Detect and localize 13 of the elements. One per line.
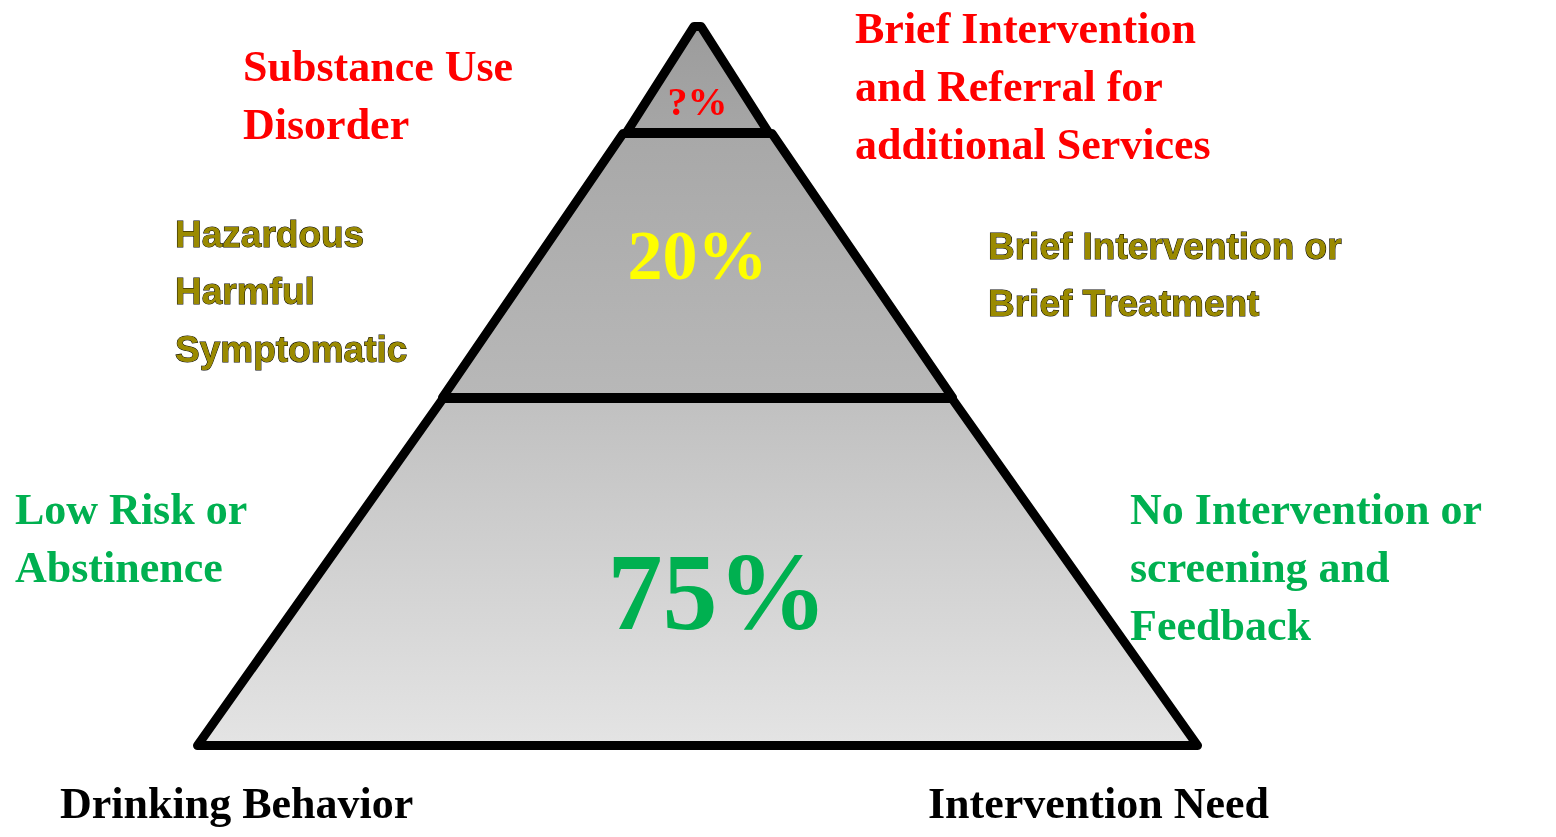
side-label: Low Risk or Abstinence: [15, 484, 248, 594]
percentage-text: 20%: [627, 220, 768, 291]
side-label: Symptomatic: [175, 328, 408, 372]
side-label: Intervention Need: [928, 778, 1269, 830]
side-label: Drinking Behavior: [60, 778, 414, 830]
side-label: Brief Intervention or Brief Treatment: [988, 225, 1343, 326]
side-label: No Intervention or screening and Feedback: [1130, 484, 1483, 652]
side-label: Substance Use Disorder: [243, 41, 515, 151]
percentage-text: 75%: [607, 537, 828, 647]
percentage-text: ?%: [667, 81, 728, 122]
side-label: Hazardous: [175, 213, 365, 257]
side-label: Brief Intervention and Referral for additional Services: [855, 3, 1212, 171]
side-label: Harmful: [175, 270, 315, 314]
